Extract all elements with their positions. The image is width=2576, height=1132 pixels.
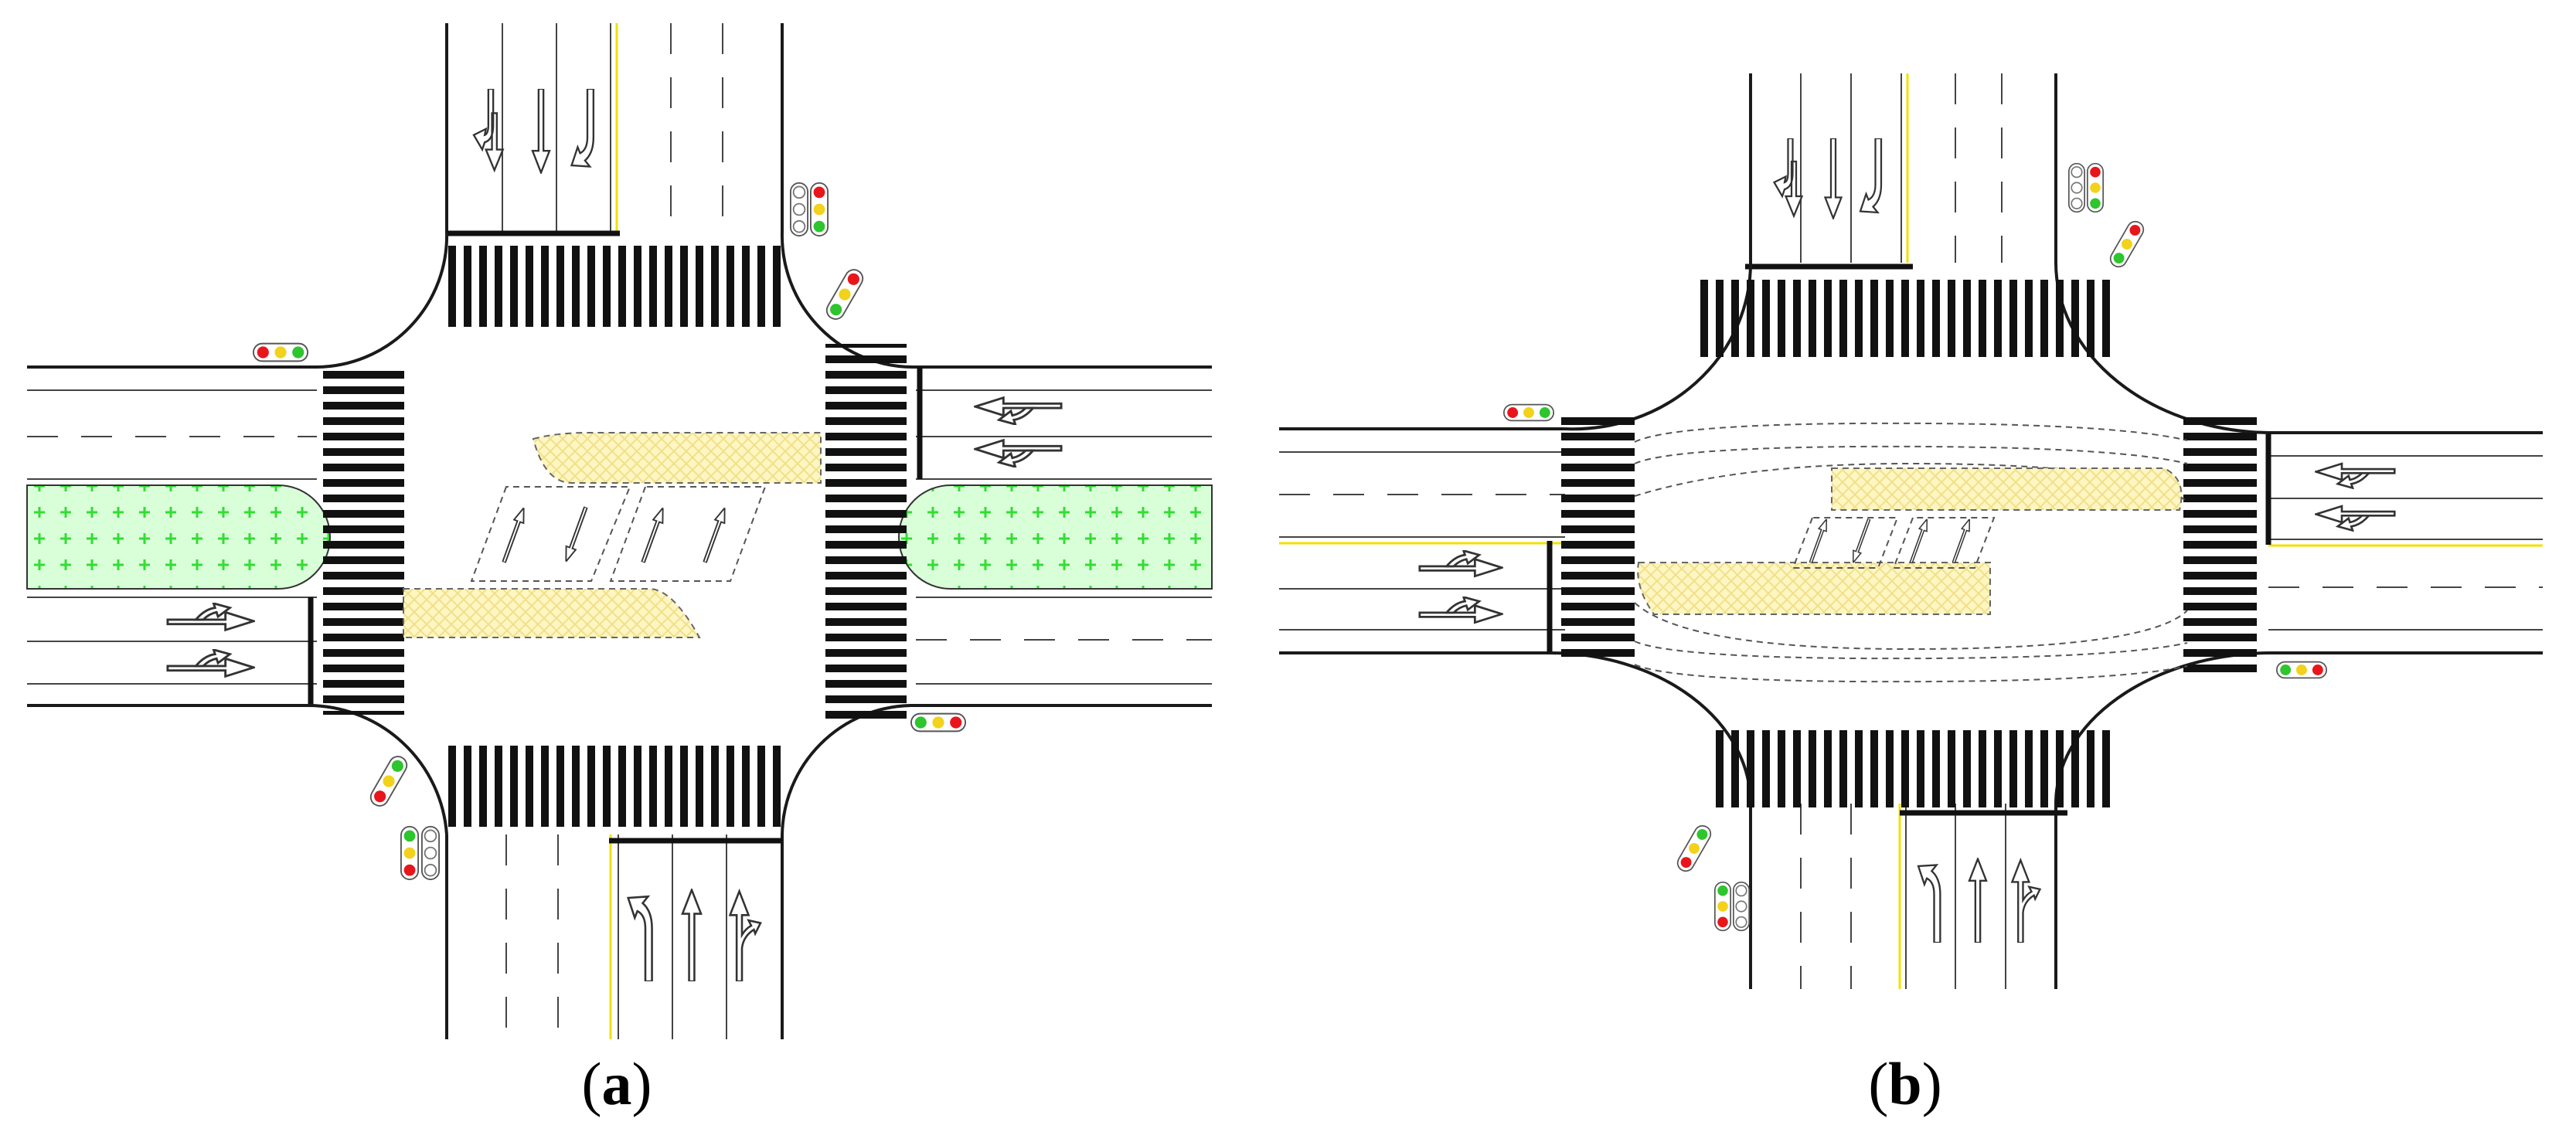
left-u-turn-arrow-icon [472, 89, 505, 172]
crosswalk-south-b [1708, 730, 2118, 807]
guide-lines-a [470, 486, 767, 582]
crosswalk-west-b [1561, 417, 1635, 665]
caption-open-paren: ( [1868, 1050, 1889, 1117]
straight-arrow-icon [1824, 138, 1843, 219]
crosswalk-north-a [447, 246, 782, 327]
left-u-turn-horizontal-arrow-icon [166, 649, 255, 678]
traffic-signal-horizontal-icon [2276, 661, 2327, 679]
straight-arrow-icon [699, 505, 730, 565]
straight-right-arrow-icon [2010, 858, 2041, 943]
east-approach-a [910, 365, 1212, 707]
east-approach-b [2268, 431, 2543, 654]
panel-b-intersection [1279, 73, 2543, 989]
traffic-signal-vertical-icon [2068, 162, 2085, 213]
traffic-signal-vertical-icon [1673, 822, 1715, 875]
left-u-turn-horizontal-arrow-icon [974, 439, 1063, 467]
traffic-signal-vertical-icon [810, 182, 829, 237]
traffic-signal-vertical-icon [2087, 162, 2104, 213]
crosswalk-north-b [1700, 280, 2114, 357]
traffic-signal-vertical-icon [790, 182, 808, 237]
crosswalk-west-a [323, 363, 404, 715]
left-u-turn-horizontal-arrow-icon [1418, 597, 1503, 624]
traffic-signal-vertical-icon [822, 265, 867, 324]
traffic-signal-vertical-icon [421, 825, 440, 881]
left-u-turn-horizontal-arrow-icon [2315, 462, 2396, 489]
north-approach-a [445, 23, 784, 232]
north-approach-b [1749, 73, 2057, 263]
straight-right-arrow-icon [729, 889, 762, 981]
south-lanes-a [505, 835, 727, 1039]
straight-arrow-icon [498, 505, 529, 565]
crosswalk-east-a [825, 344, 907, 719]
panel-caption-b: (b) [1828, 1049, 1982, 1119]
straight-arrow-icon [1968, 858, 1988, 943]
straight-arrow-icon [681, 889, 703, 981]
caption-letter-a: a [601, 1050, 632, 1117]
left-turn-arrow-icon [627, 895, 654, 981]
west-median-a [26, 484, 331, 590]
left-turn-waiting-zone-b [1637, 562, 1991, 615]
west-lanes-a [27, 389, 317, 685]
traffic-signal-vertical-icon [2106, 218, 2148, 270]
north-lanes-a [502, 23, 723, 232]
left-u-turn-horizontal-arrow-icon [974, 396, 1063, 425]
straight-arrow-icon [560, 505, 592, 565]
traffic-signal-vertical-icon [1733, 881, 1750, 932]
north-lanes-b [1800, 73, 2003, 263]
center-guide-lines-b [1792, 517, 1996, 569]
straight-arrow-icon [1806, 517, 1831, 565]
left-u-turn-horizontal-arrow-icon [1418, 550, 1503, 578]
caption-open-paren: ( [581, 1050, 602, 1117]
traffic-signal-vertical-icon [366, 752, 411, 811]
left-turn-waiting-zone-b [1831, 467, 2183, 511]
south-approach-b [1749, 804, 2057, 989]
west-approach-b [1279, 427, 1565, 654]
crosswalk-south-a [447, 746, 782, 827]
west-lanes-b [1279, 451, 1565, 631]
south-lanes-b [1800, 804, 2006, 989]
traffic-signal-vertical-icon [400, 825, 419, 881]
caption-letter-b: b [1888, 1050, 1922, 1117]
west-approach-a [27, 365, 317, 707]
guide-lines-b [1634, 422, 2188, 683]
straight-arrow-icon [637, 505, 669, 565]
left-turn-arrow-icon [1917, 864, 1941, 943]
straight-arrow-icon [531, 89, 551, 174]
panel-a-intersection [26, 23, 1213, 1039]
straight-arrow-icon [1949, 517, 1974, 565]
caption-close-paren: ) [631, 1050, 652, 1117]
east-median-a [898, 484, 1213, 590]
traffic-signal-vertical-icon [1714, 881, 1731, 932]
left-u-turn-horizontal-arrow-icon [2315, 505, 2396, 532]
panel-caption-a: (a) [539, 1049, 694, 1119]
left-u-turn-arrow-icon [1773, 138, 1803, 217]
east-lanes-a [916, 389, 1212, 685]
right-turn-arrow-icon [1859, 138, 1883, 214]
left-u-turn-horizontal-arrow-icon [166, 603, 255, 631]
left-turn-waiting-zone-a [532, 432, 822, 484]
traffic-signal-horizontal-icon [253, 342, 308, 362]
straight-arrow-icon [1849, 517, 1873, 565]
south-approach-a [445, 835, 784, 1039]
traffic-signal-horizontal-icon [1503, 403, 1554, 422]
straight-arrow-icon [1907, 517, 1931, 565]
traffic-signal-horizontal-icon [910, 712, 966, 733]
east-lanes-b [2268, 455, 2543, 631]
crosswalk-east-b [2183, 413, 2257, 676]
left-turn-waiting-zone-a [403, 588, 701, 638]
right-turn-arrow-icon [570, 89, 595, 168]
caption-close-paren: ) [1921, 1050, 1942, 1117]
